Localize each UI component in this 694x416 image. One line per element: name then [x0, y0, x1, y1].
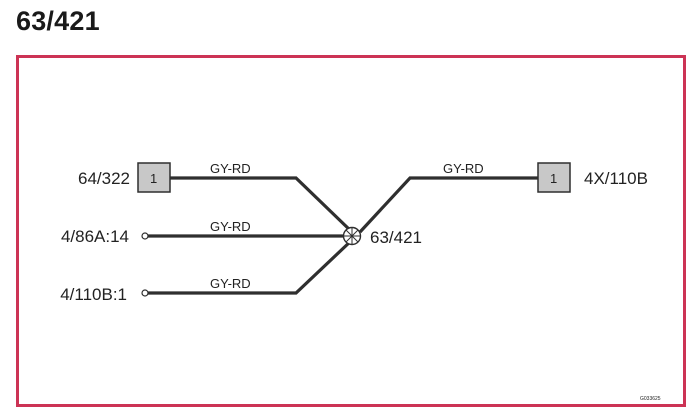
wire-top-right — [358, 176, 538, 234]
terminal-bottom-label: 4/110B:1 — [60, 285, 127, 304]
reference-code: G033625 — [640, 396, 661, 402]
terminal-middle-circle — [141, 232, 149, 240]
wire-top-left — [170, 176, 354, 234]
wire-label-bottom-left: GY-RD — [210, 276, 251, 291]
page-title: 63/421 — [16, 6, 100, 36]
connector-right-box — [537, 162, 571, 193]
connector-right-pin: 1 — [550, 171, 557, 186]
terminal-middle-label: 4/86A:14 — [61, 227, 129, 246]
wire-label-middle-left: GY-RD — [210, 219, 251, 234]
wire-label-top-left: GY-RD — [210, 161, 251, 176]
connector-left-pin: 1 — [150, 171, 157, 186]
splice-label: 63/421 — [370, 228, 422, 247]
wire-bottom-left — [148, 238, 354, 295]
connector-right-label: 4X/110B — [584, 169, 648, 188]
terminal-bottom-circle — [141, 289, 149, 297]
connector-left-box — [137, 162, 171, 193]
wire-label-top-right: GY-RD — [443, 161, 484, 176]
splice-icon — [342, 226, 362, 246]
connector-left-label: 64/322 — [78, 169, 130, 188]
